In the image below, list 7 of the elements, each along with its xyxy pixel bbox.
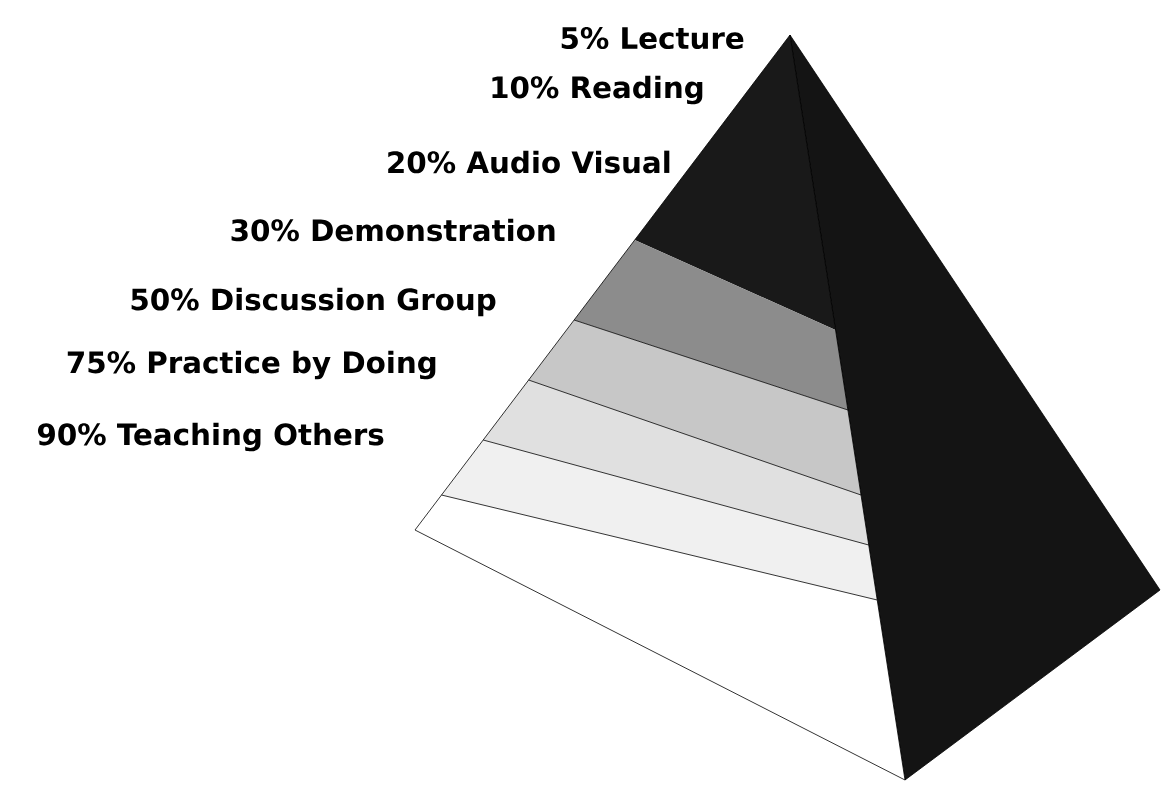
layer-label: 10% Reading — [492, 75, 703, 105]
layer-label: 90% Teaching Others — [37, 422, 384, 452]
layer-label: 20% Audio Visual — [388, 150, 670, 174]
layer-label: 5% Lecture — [561, 26, 744, 50]
layer-label: 50% Discussion Group — [131, 287, 496, 317]
layer-label: 75% Practice by Doing — [67, 350, 436, 380]
layer-label: 30% Demonstration — [231, 218, 555, 242]
